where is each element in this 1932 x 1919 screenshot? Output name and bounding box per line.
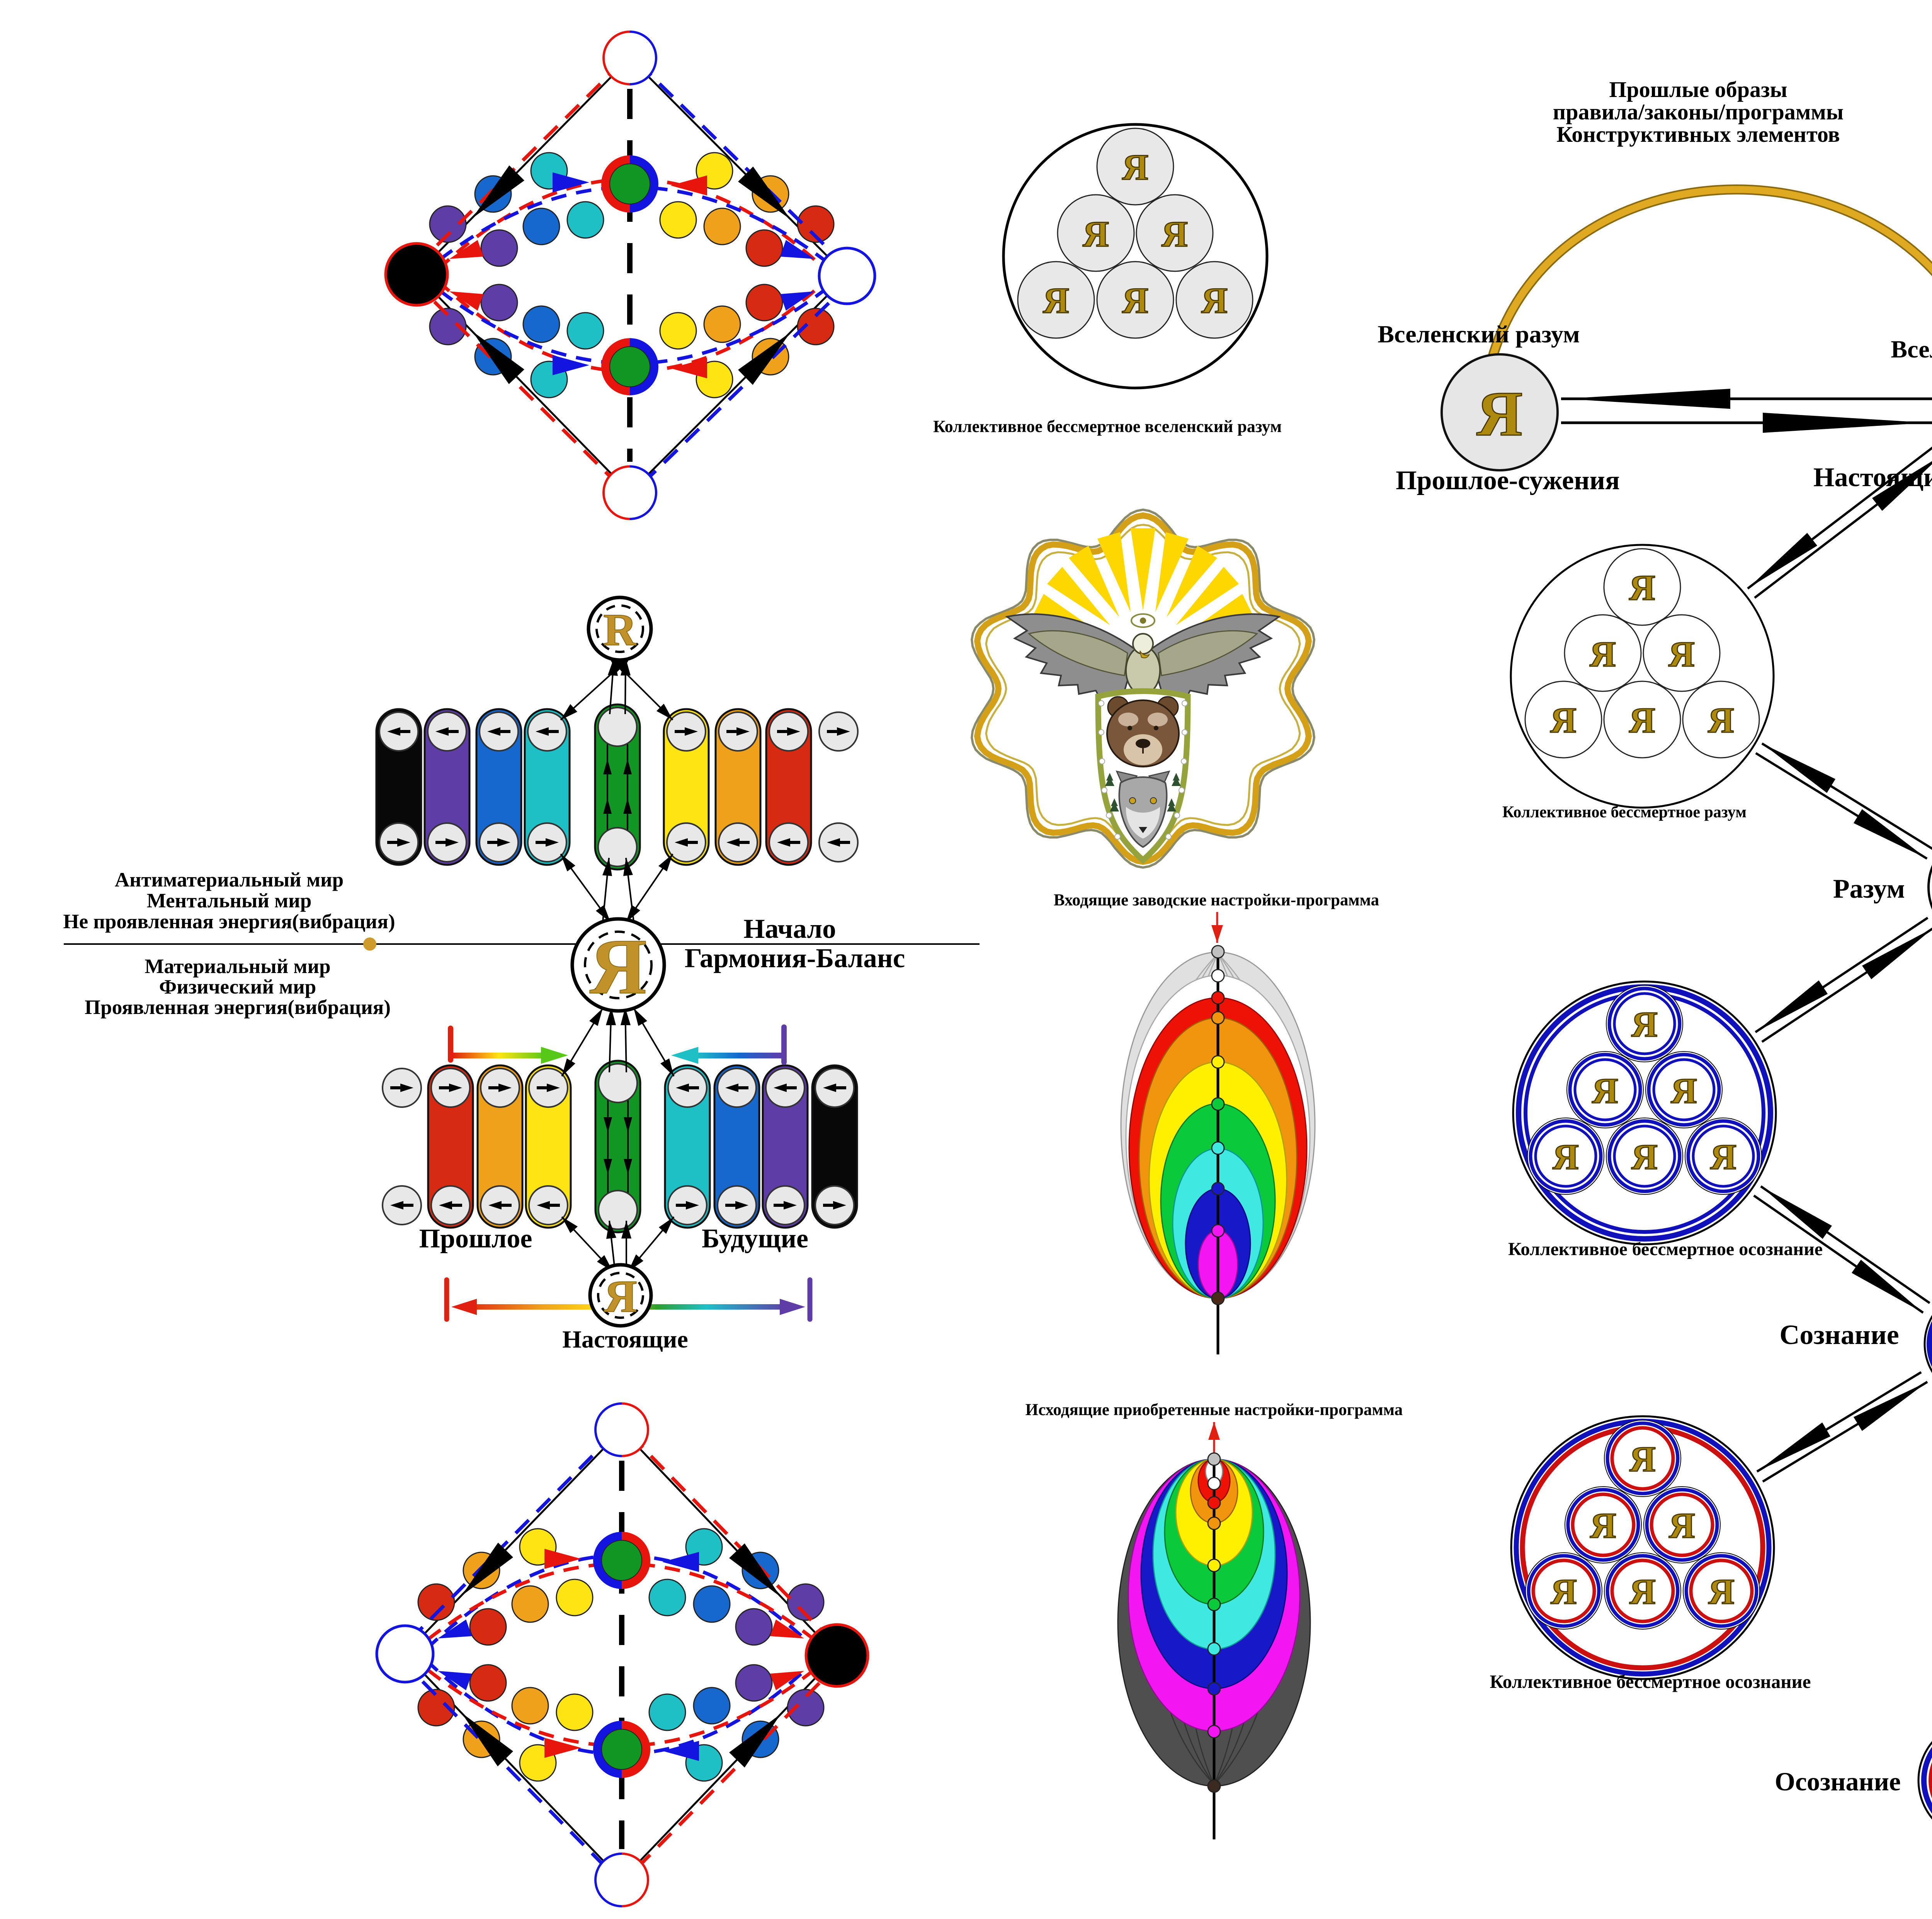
svg-text:Я: Я xyxy=(1162,214,1188,254)
svg-text:Я: Я xyxy=(1083,214,1109,254)
svg-text:Гармония-Баланс: Гармония-Баланс xyxy=(685,943,905,973)
svg-text:Ментальный мир: Ментальный мир xyxy=(147,890,312,912)
svg-text:Я: Я xyxy=(1043,281,1069,321)
svg-text:Я: Я xyxy=(1122,281,1148,321)
svg-text:Прошлые образы: Прошлые образы xyxy=(1609,77,1787,102)
svg-text:Настоящие: Настоящие xyxy=(562,1325,688,1353)
svg-text:Сознание: Сознание xyxy=(1779,1319,1899,1350)
svg-text:Материальный мир: Материальный мир xyxy=(145,955,330,978)
svg-text:Физический мир: Физический мир xyxy=(159,976,316,998)
svg-text:Настоящие-баланс-гармония: Настоящие-баланс-гармония xyxy=(1813,463,1932,492)
svg-text:Я: Я xyxy=(1629,1572,1656,1612)
svg-text:Проявленная энергия(вибрация): Проявленная энергия(вибрация) xyxy=(85,996,391,1019)
svg-text:Вселенский разум: Вселенский разум xyxy=(1378,320,1580,348)
svg-text:Я: Я xyxy=(1629,1439,1656,1479)
svg-text:Я: Я xyxy=(1629,701,1655,740)
svg-text:Я: Я xyxy=(1631,1005,1658,1045)
svg-text:Входящие заводские настройки-п: Входящие заводские настройки-программа xyxy=(1054,891,1379,909)
svg-text:Я: Я xyxy=(1669,1506,1695,1546)
svg-text:Я: Я xyxy=(1631,1137,1658,1177)
svg-text:Я: Я xyxy=(1629,568,1655,608)
svg-text:Не проявленная энергия(вибраци: Не проявленная энергия(вибрация) xyxy=(63,910,395,933)
svg-text:Коллективное бессмертное разум: Коллективное бессмертное разум xyxy=(1502,803,1747,821)
svg-text:Я: Я xyxy=(1122,147,1148,187)
svg-text:Вселенский разум: Вселенский разум xyxy=(1891,335,1932,363)
svg-text:Я: Я xyxy=(1668,635,1695,674)
svg-text:Я: Я xyxy=(1671,1071,1697,1111)
svg-text:Начало: Начало xyxy=(743,914,836,944)
svg-text:Коллективное бессмертное вселе: Коллективное бессмертное вселенский разу… xyxy=(933,417,1282,436)
svg-text:правила/законы/программы: правила/законы/программы xyxy=(1553,99,1844,124)
svg-text:Исходящие приобретенные настро: Исходящие приобретенные настройки-програ… xyxy=(1026,1401,1403,1419)
svg-text:Я: Я xyxy=(1201,281,1228,321)
svg-text:Я: Я xyxy=(1592,1071,1618,1111)
svg-text:Я: Я xyxy=(590,923,647,1011)
svg-text:Я: Я xyxy=(604,1271,637,1322)
svg-text:Коллективное бессмертное осозн: Коллективное бессмертное осознание xyxy=(1490,1671,1811,1692)
svg-text:Я: Я xyxy=(1708,701,1734,740)
svg-text:Я: Я xyxy=(1590,635,1616,674)
svg-text:Прошлое-сужения: Прошлое-сужения xyxy=(1396,466,1620,495)
svg-text:Конструктивных элементов: Конструктивных элементов xyxy=(1556,122,1840,147)
svg-text:Я: Я xyxy=(603,604,636,655)
svg-text:Коллективное бессмертное осозн: Коллективное бессмертное осознание xyxy=(1508,1239,1823,1259)
svg-text:Я: Я xyxy=(1550,701,1577,740)
svg-text:Антиматериальный мир: Антиматериальный мир xyxy=(115,869,344,891)
svg-text:Я: Я xyxy=(1708,1572,1735,1612)
svg-text:Я: Я xyxy=(1551,1572,1577,1612)
svg-text:Будущие: Будущие xyxy=(702,1224,808,1254)
svg-text:Я: Я xyxy=(1590,1506,1616,1546)
svg-text:Прошлое: Прошлое xyxy=(419,1224,532,1254)
svg-text:Я: Я xyxy=(1476,378,1522,449)
svg-text:Я: Я xyxy=(1553,1137,1579,1177)
svg-text:Я: Я xyxy=(1710,1137,1736,1177)
svg-text:Разум: Разум xyxy=(1833,874,1905,904)
svg-text:Осознание: Осознание xyxy=(1775,1767,1901,1796)
